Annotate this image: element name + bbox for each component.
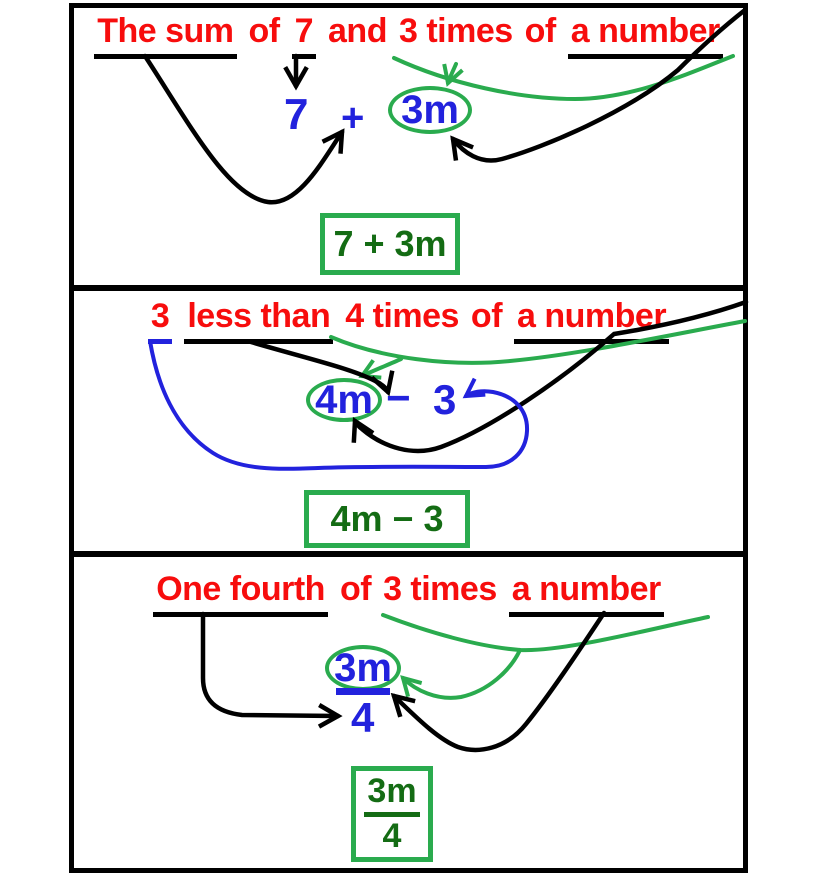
expression-numerator: 3m: [334, 645, 392, 690]
answer-box-1: 7 + 3m: [320, 213, 460, 275]
phrase-word: and: [328, 12, 387, 50]
panel-divider-1: [69, 285, 748, 291]
answer-text: 7 + 3m: [333, 223, 447, 264]
outer-frame: [69, 3, 748, 873]
expression-term-3: 3: [433, 376, 457, 423]
phrase-word: of: [470, 297, 503, 335]
answer-fraction-bar: [364, 811, 420, 817]
phrase-word: 7: [291, 12, 317, 59]
expression-term-7: 7: [284, 90, 309, 139]
phrase-word: The sum: [94, 12, 237, 59]
phrase-word: a number: [514, 297, 670, 344]
expression-operator-minus: −: [386, 374, 411, 421]
phrase-word: less than: [184, 297, 334, 344]
fraction-bar: [336, 688, 390, 695]
panel1-phrase: The sum of 7 and 3 times of a number: [74, 12, 743, 59]
phrase-word: a number: [508, 570, 664, 617]
phrase-word: of: [339, 570, 372, 608]
circle-annotation-4m: 4m: [306, 378, 382, 422]
panel2-phrase: 3 less than 4 times of a number: [74, 297, 743, 344]
answer-box-3: 3m 4: [351, 766, 433, 862]
phrase-word: of: [524, 12, 557, 50]
answer-denominator: 4: [382, 816, 402, 855]
phrase-word: 3 times: [383, 570, 497, 608]
phrase-word: 3 times: [398, 12, 513, 50]
phrase-word: of: [248, 12, 281, 50]
expression-term-4m: 4m: [315, 377, 373, 422]
circle-annotation-3m: 3m: [388, 86, 472, 134]
phrase-word: One fourth: [153, 570, 328, 617]
panel-divider-2: [69, 551, 748, 557]
expression-denominator: 4: [351, 694, 375, 741]
phrase-word: a number: [567, 12, 723, 59]
expression-operator-plus: +: [341, 96, 365, 140]
panel3-phrase: One fourth of 3 times a number: [74, 570, 743, 617]
answer-text: 4m − 3: [330, 498, 444, 539]
circle-annotation-3m-numerator: 3m: [325, 645, 401, 691]
phrase-word: 4 times: [345, 297, 459, 335]
expression-term-3m: 3m: [401, 87, 459, 132]
phrase-word: 3: [147, 297, 173, 344]
answer-box-2: 4m − 3: [304, 490, 470, 548]
answer-numerator: 3m: [367, 771, 417, 810]
